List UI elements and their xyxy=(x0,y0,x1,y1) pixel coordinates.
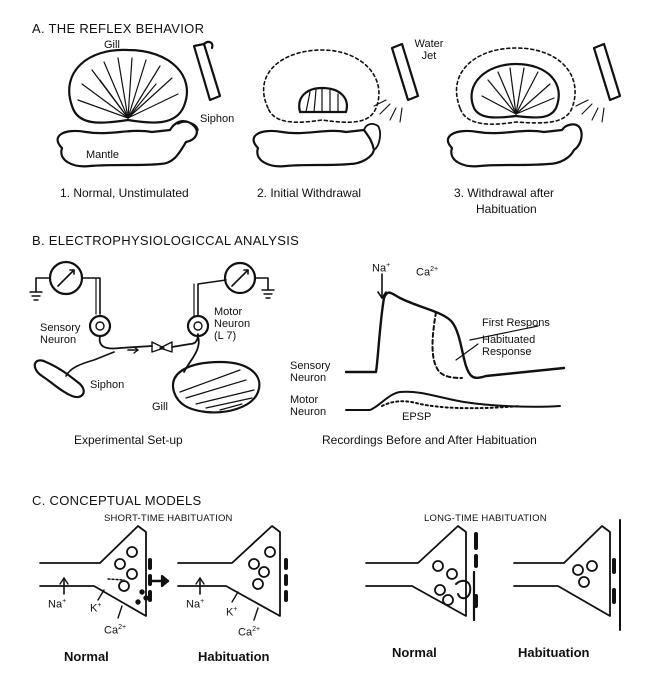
caption-habituation-long: Habituation xyxy=(518,645,590,660)
caption-initial-withdrawal: 2. Initial Withdrawal xyxy=(257,186,362,200)
caption-normal-long: Normal xyxy=(392,645,437,660)
gill-normal xyxy=(68,48,189,124)
ion-ca-1-text: Ca xyxy=(104,624,119,637)
section-b-title: B. ELECTROPHYSIOLOGICCAL ANALYSIS xyxy=(32,233,300,248)
gill-outline-dotted-3 xyxy=(455,47,576,125)
siphon-tip-1 xyxy=(177,121,199,131)
mantle-label: Mantle xyxy=(86,149,120,161)
aplysia-habituated xyxy=(446,42,622,168)
ion-na-2: Na+ xyxy=(186,598,204,611)
motor-trace-after xyxy=(381,400,521,410)
model-long-normal xyxy=(365,525,478,622)
ion-na-1-text: Na xyxy=(48,598,63,611)
long-time-title: LONG-TIME HABITUATION xyxy=(424,513,547,524)
habituated-response-label: Habituated Response xyxy=(482,334,536,358)
water-jet-nozzle-1 xyxy=(192,40,222,102)
ion-k-1-text: K xyxy=(90,602,98,615)
recordings-plot xyxy=(344,273,566,411)
aplysia-initial-withdrawal xyxy=(252,42,420,168)
gill-label: Gill xyxy=(104,39,120,51)
first-response-label: First Respons xyxy=(482,317,550,329)
siphon-setup xyxy=(33,359,85,399)
ion-na-1-sup: + xyxy=(62,598,67,605)
model-long-habituation xyxy=(513,519,621,631)
na-sup: + xyxy=(386,262,391,269)
first-response-trace xyxy=(344,291,566,380)
ca-sup: 2+ xyxy=(430,266,439,273)
siphon-label: Siphon xyxy=(200,113,235,125)
sensory-neuron-trace-label: Sensory Neuron xyxy=(290,360,331,384)
ion-ca-2: Ca2+ xyxy=(238,626,260,639)
motor-trace-before xyxy=(345,390,561,411)
experimental-setup xyxy=(29,260,275,414)
ion-k-1-sup: + xyxy=(97,602,102,609)
gill-outline-dotted-2 xyxy=(262,49,380,124)
ion-ca-2-text: Ca xyxy=(238,626,253,639)
sensory-neuron-cell xyxy=(88,314,112,338)
habituated-response-trace xyxy=(431,311,463,379)
siphon-2 xyxy=(363,123,381,151)
water-jet-nozzle-3 xyxy=(592,42,622,102)
motor-neuron-cell xyxy=(186,314,210,338)
motor-neuron-label: Motor Neuron (L 7) xyxy=(214,306,251,342)
water-jet-label: Water Jet xyxy=(414,38,444,62)
recordings-caption: Recordings Before and After Habituation xyxy=(322,433,537,447)
gill-setup xyxy=(171,360,261,414)
ca-text: Ca xyxy=(416,266,431,279)
model-short-normal xyxy=(39,525,170,619)
experimental-setup-caption: Experimental Set-up xyxy=(74,433,183,447)
ion-k-2-sup: + xyxy=(233,606,238,613)
caption-withdrawal-after: 3. Withdrawal after xyxy=(454,186,555,200)
siphon-setup-label: Siphon xyxy=(90,379,125,391)
caption-normal-unstimulated: 1. Normal, Unstimulated xyxy=(60,186,189,200)
section-c-title: C. CONCEPTUAL MODELS xyxy=(32,493,202,508)
ca-label: Ca2+ xyxy=(416,266,438,279)
gill-habituated-3 xyxy=(470,62,560,119)
ion-na-1: Na+ xyxy=(48,598,66,611)
synapse xyxy=(151,341,173,353)
ion-na-2-sup: + xyxy=(200,598,205,605)
caption-habituation: Habituation xyxy=(476,202,537,216)
aplysia-normal xyxy=(56,40,222,168)
ion-ca-1: Ca2+ xyxy=(104,624,126,637)
short-time-title: SHORT-TIME HABITUATION xyxy=(104,513,233,524)
water-jet-nozzle-2 xyxy=(390,42,420,102)
section-a-title: A. THE REFLEX BEHAVIOR xyxy=(32,21,205,36)
motor-neuron-trace-label: Motor Neuron xyxy=(290,394,327,418)
epsp-label: EPSP xyxy=(402,411,432,423)
gill-setup-label: Gill xyxy=(152,401,168,413)
mantle-body-3 xyxy=(446,123,583,168)
mantle-body-1 xyxy=(56,120,198,168)
mantle-body-2 xyxy=(252,128,376,168)
ion-k-2-text: K xyxy=(226,606,234,619)
gill-contracted-2 xyxy=(298,86,348,114)
ion-k-2: K+ xyxy=(226,606,237,619)
na-text: Na xyxy=(372,262,387,275)
caption-habituation-short: Habituation xyxy=(198,649,270,664)
sensory-neuron-label: Sensory Neuron xyxy=(40,322,81,346)
ion-ca-1-sup: 2+ xyxy=(118,624,127,631)
na-label: Na+ xyxy=(372,262,390,275)
caption-normal-short: Normal xyxy=(64,649,109,664)
model-short-habituation xyxy=(177,525,288,621)
ion-ca-2-sup: 2+ xyxy=(252,626,261,633)
ion-k-1: K+ xyxy=(90,602,101,615)
ion-na-2-text: Na xyxy=(186,598,201,611)
